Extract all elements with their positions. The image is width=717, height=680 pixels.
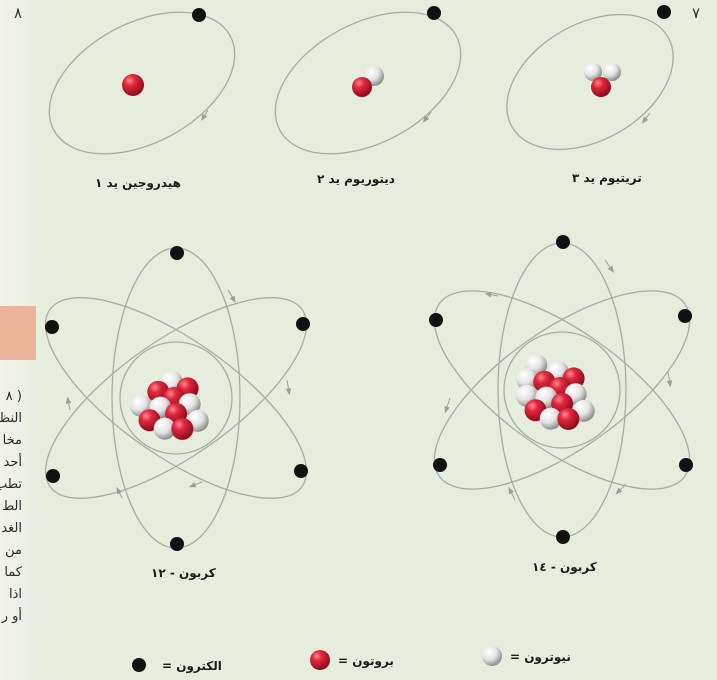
neutron bbox=[584, 63, 602, 81]
orbit-arrow bbox=[422, 111, 432, 123]
margin-text-line: مخا bbox=[2, 433, 22, 448]
label-carbon-12: كربون - ١٢ bbox=[151, 566, 216, 580]
neutron bbox=[153, 417, 176, 440]
electron bbox=[427, 6, 441, 20]
electron bbox=[556, 235, 570, 249]
orbit-arrow bbox=[201, 109, 209, 121]
label-carbon-14: كربون - ١٤ bbox=[532, 560, 597, 574]
legend-proton-label: بروتون = bbox=[338, 654, 394, 668]
page-number-left: ٨ bbox=[14, 4, 23, 22]
electron bbox=[429, 313, 443, 327]
atom-hydrogen-1 bbox=[48, 8, 236, 155]
orbit-arrow bbox=[444, 397, 451, 414]
electron bbox=[679, 458, 693, 472]
electron bbox=[678, 309, 692, 323]
electron bbox=[556, 530, 570, 544]
orbit bbox=[506, 13, 674, 151]
nucleus bbox=[515, 354, 595, 430]
label-hydrogen-1: هيدروجين يد ١ bbox=[95, 176, 181, 190]
nucleus-boundary bbox=[119, 341, 233, 455]
electron bbox=[657, 5, 671, 19]
electron bbox=[45, 320, 59, 334]
legend-electron-symbol bbox=[132, 658, 146, 672]
orbit bbox=[433, 290, 691, 490]
margin-text-line: اذا bbox=[8, 587, 22, 602]
orbit-arrow bbox=[116, 486, 123, 499]
orbit-arrow bbox=[641, 112, 651, 124]
margin-text-line: الغد bbox=[1, 521, 22, 536]
legend-neutron-label: نيوترون = bbox=[510, 650, 571, 664]
margin-text-column: ( ٨ النظ مخا أحد تطب الط الغد من كما اذا أو ر bbox=[0, 386, 22, 628]
margin-text-line: ( ٨ bbox=[5, 389, 22, 404]
electron bbox=[294, 464, 308, 478]
orbit bbox=[433, 290, 691, 490]
neutron bbox=[603, 63, 621, 81]
orbit-arrow bbox=[604, 259, 615, 273]
orbit-arrow bbox=[484, 291, 499, 298]
margin-text-line: من bbox=[5, 543, 22, 558]
atom-carbon-12 bbox=[44, 246, 310, 551]
orbit-arrow bbox=[508, 486, 516, 501]
margin-text-line: أحد bbox=[3, 455, 22, 470]
orbit-arrow bbox=[615, 483, 627, 495]
legend-electron-label: الكترون = bbox=[162, 659, 222, 673]
margin-text-line: تطب bbox=[0, 477, 22, 492]
proton bbox=[352, 77, 372, 97]
orbit-arrow bbox=[65, 396, 72, 411]
nucleus bbox=[129, 371, 209, 440]
margin-text-line: أو ر bbox=[1, 609, 22, 624]
electron bbox=[170, 537, 184, 551]
page-tab-marker bbox=[0, 306, 36, 360]
atom-tritium-3 bbox=[506, 5, 674, 151]
legend-proton-symbol bbox=[310, 650, 330, 670]
orbit-arrow bbox=[285, 379, 292, 396]
legend-neutron-symbol bbox=[482, 646, 502, 666]
margin-text-line: النظ bbox=[0, 411, 22, 426]
electron bbox=[170, 246, 184, 260]
legend bbox=[132, 646, 502, 672]
proton bbox=[171, 417, 194, 440]
orbit bbox=[48, 11, 236, 155]
label-tritium-3: تريتيوم يد ٣ bbox=[572, 171, 642, 185]
orbit bbox=[274, 11, 462, 155]
orbit-arrow bbox=[666, 371, 673, 388]
orbit bbox=[44, 297, 308, 499]
neutron bbox=[516, 368, 539, 391]
label-deuterium-2: ديتوريوم يد ٢ bbox=[317, 172, 395, 186]
electron bbox=[296, 317, 310, 331]
atom-carbon-14 bbox=[429, 235, 693, 544]
proton bbox=[591, 77, 611, 97]
orbit bbox=[44, 297, 308, 499]
atom-deuterium-2 bbox=[274, 6, 462, 155]
margin-text-line: كما bbox=[4, 565, 22, 580]
proton bbox=[122, 74, 144, 96]
electron bbox=[46, 469, 60, 483]
electron bbox=[433, 458, 447, 472]
margin-text-line: الط bbox=[2, 499, 22, 514]
neutron bbox=[539, 407, 562, 430]
page-number-right: ٧ bbox=[692, 4, 701, 22]
orbit-arrow bbox=[227, 289, 236, 304]
electron bbox=[192, 8, 206, 22]
nucleus-boundary bbox=[503, 331, 621, 449]
orbit-arrow bbox=[188, 481, 203, 488]
proton bbox=[557, 407, 580, 430]
